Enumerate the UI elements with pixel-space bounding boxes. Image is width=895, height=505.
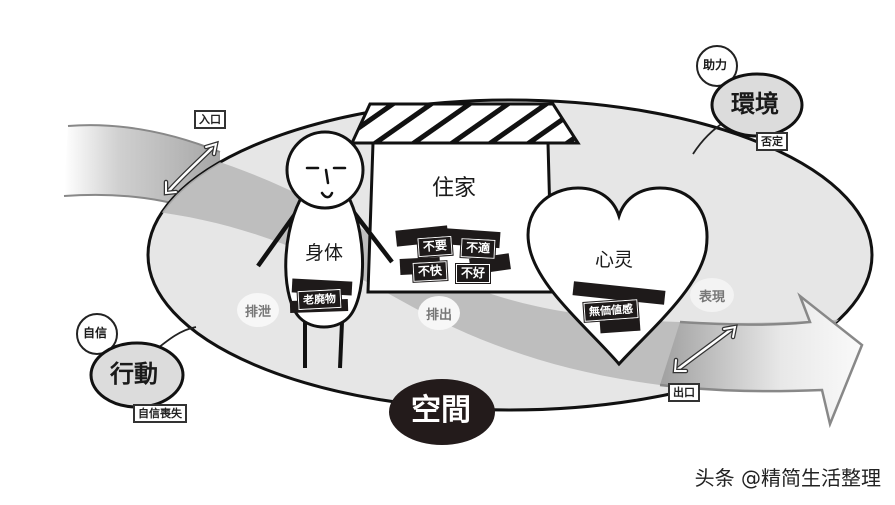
action-positive-label: 自信 [83, 326, 108, 340]
exit-label: 出口 [668, 383, 700, 402]
entry-double-arrow [163, 140, 219, 196]
space-badge [389, 379, 495, 445]
environment-negative-label: 否定 [756, 132, 788, 151]
heart-tape-worthlessness: 無価値感 [582, 297, 640, 324]
exit-double-arrow [672, 324, 738, 374]
home-tape-bad: 不好 [454, 263, 492, 284]
heart-label: 心灵 [595, 249, 634, 271]
action-label: 行動 [110, 360, 158, 388]
heart-tape-backs [572, 281, 666, 334]
person-face [305, 166, 347, 199]
body-release-label: 排泄 [237, 293, 279, 327]
action-negative-label: 自信喪失 [133, 404, 187, 423]
space-label: 空間 [411, 393, 471, 428]
watermark: 头条 @精简生活整理 [694, 466, 881, 490]
house-roof [349, 102, 581, 145]
environment-positive-label: 助力 [703, 58, 728, 72]
flow-arrow-out [659, 292, 864, 429]
body-tape-waste: 老廃物 [296, 287, 343, 312]
body-label: 身体 [305, 242, 344, 264]
home-tape-unpleasant: 不快 [411, 260, 449, 283]
heart-release-label: 表現 [690, 278, 734, 312]
environment-label: 環境 [731, 90, 779, 118]
environment-positive-bubble [696, 45, 738, 87]
home-tape-unsuitable: 不適 [459, 237, 497, 260]
home-tape-unneeded: 不要 [416, 234, 454, 259]
heart-shape [526, 186, 709, 367]
action-positive-bubble [76, 313, 118, 355]
home-label: 住家 [432, 176, 477, 201]
home-release-label: 排出 [418, 296, 460, 330]
entry-label: 入口 [194, 110, 226, 129]
